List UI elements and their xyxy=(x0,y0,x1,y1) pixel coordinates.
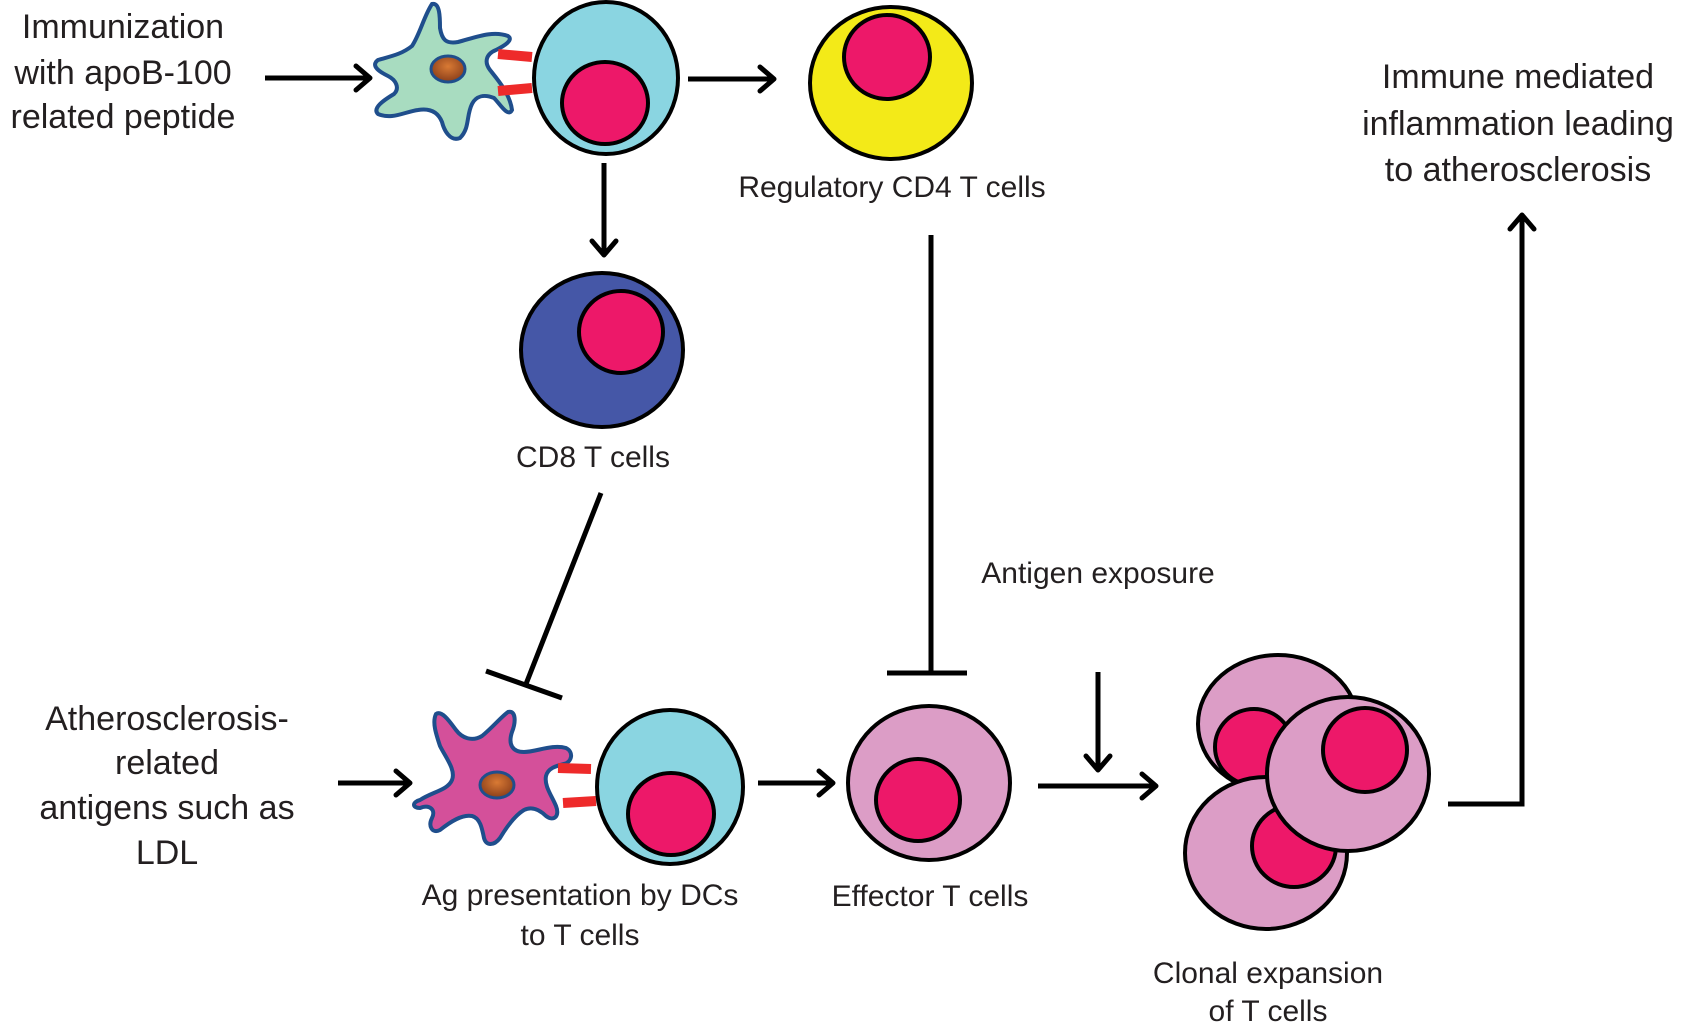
t-cell-immunization xyxy=(532,0,680,156)
cd8-cell-nucleus xyxy=(577,289,665,375)
outcome-label-line-1: Immune mediated xyxy=(1382,58,1654,96)
regulatory-cd4-label: Regulatory CD4 T cells xyxy=(738,171,1045,204)
immunization-label-line-2: with apoB-100 xyxy=(13,54,231,92)
inhibition-cd8-to-ag-presentation xyxy=(485,492,604,701)
clonal-expansion-cluster xyxy=(1183,653,1431,931)
clonal-cell-right xyxy=(1265,695,1431,853)
effector-t-cell xyxy=(846,704,1012,862)
clonal-expansion-label: Clonal expansion of T cells xyxy=(1153,957,1383,1024)
regulatory-cd4-t-cell xyxy=(808,5,974,161)
t-cell-nucleus xyxy=(626,771,716,857)
ag-presentation-label-line-1: Ag presentation by DCs xyxy=(422,879,739,912)
arrow-antigens-to-dc xyxy=(338,768,413,798)
antigens-label-line-2: related xyxy=(115,744,219,782)
effector-cell-nucleus xyxy=(874,757,962,843)
synapse-bar-top xyxy=(497,49,533,62)
antigens-label-line-4: LDL xyxy=(136,834,198,872)
synapse-bar-bottom xyxy=(497,83,533,96)
dendritic-cell-immunization xyxy=(373,1,533,141)
immunization-label-line-3: related peptide xyxy=(11,98,236,136)
outcome-label-line-3: to atherosclerosis xyxy=(1385,151,1651,189)
cd8-t-cell xyxy=(519,271,685,429)
dendritic-cell-nucleus xyxy=(429,54,467,84)
outcome-label-line-2: inflammation leading xyxy=(1362,105,1674,143)
immunization-label: Immunization with apoB-100 related pepti… xyxy=(11,8,236,136)
inhibition-regulatory-to-effector xyxy=(887,235,967,676)
arrow-clonal-to-outcome xyxy=(1448,212,1537,807)
t-cell-nucleus xyxy=(560,60,650,146)
antigens-label: Atherosclerosis- related antigens such a… xyxy=(39,700,294,872)
arrow-immunization-to-dc xyxy=(265,63,373,93)
outcome-label: Immune mediated inflammation leading to … xyxy=(1362,58,1674,189)
antigens-label-line-3: antigens such as xyxy=(39,789,294,827)
regulatory-cell-nucleus xyxy=(842,13,932,101)
dendritic-cell-nucleus xyxy=(478,770,516,800)
arrow-t-cell-to-regulatory xyxy=(688,64,777,94)
synapse-bar-bottom xyxy=(562,796,597,808)
ag-presentation-label-line-2: to T cells xyxy=(521,919,640,952)
arrow-t-cell-to-effector xyxy=(758,768,836,798)
immunization-label-line-1: Immunization xyxy=(22,8,224,46)
dendritic-cell-disease xyxy=(412,709,597,846)
arrow-effector-to-clonal xyxy=(1038,771,1159,801)
clonal-label-line-1: Clonal expansion xyxy=(1153,957,1383,990)
cd8-label: CD8 T cells xyxy=(516,441,670,474)
clonal-label-line-2: of T cells xyxy=(1209,995,1328,1024)
ag-presentation-label: Ag presentation by DCs to T cells xyxy=(422,879,739,952)
arrow-antigen-exposure xyxy=(1083,672,1113,773)
antigens-label-line-1: Atherosclerosis- xyxy=(45,700,289,738)
synapse-bar-top xyxy=(557,763,592,774)
t-cell-disease xyxy=(595,708,745,866)
arrow-t-cell-to-cd8 xyxy=(589,163,619,258)
effector-label: Effector T cells xyxy=(832,880,1029,913)
antigen-exposure-label: Antigen exposure xyxy=(981,557,1215,590)
